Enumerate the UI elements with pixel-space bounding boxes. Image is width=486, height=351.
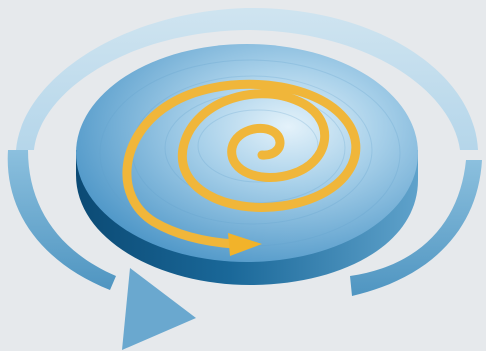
rotation-arrowhead <box>122 268 196 350</box>
